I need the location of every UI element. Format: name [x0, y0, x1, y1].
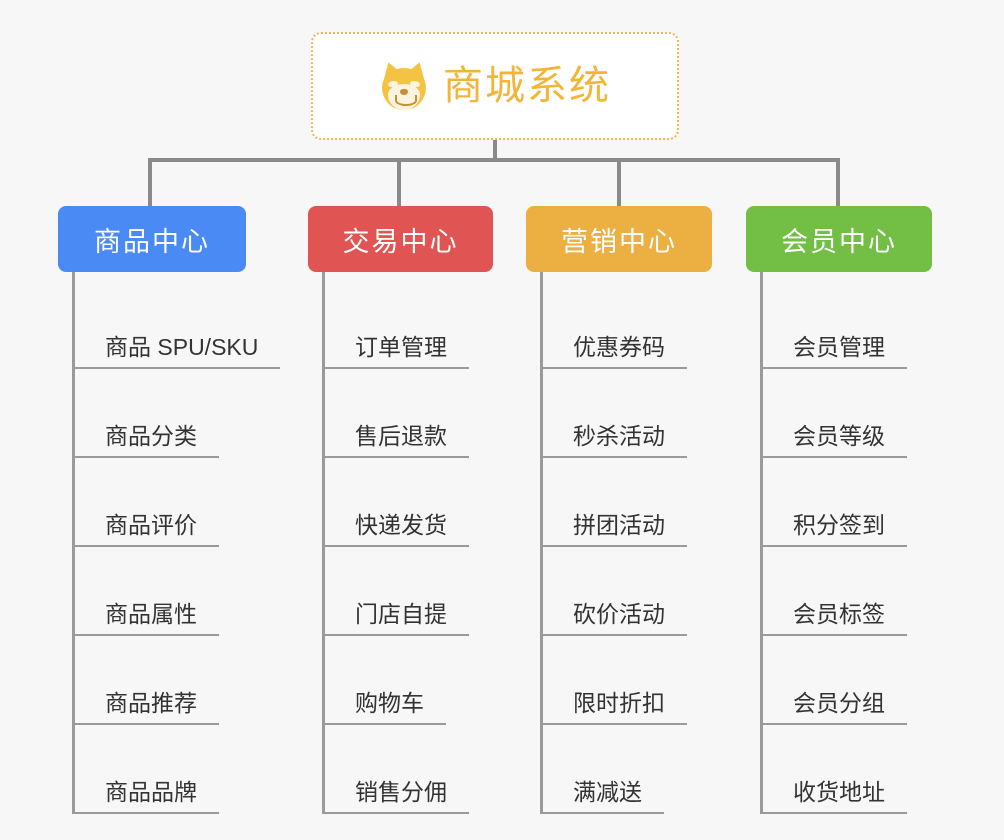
- connector-root-stub: [493, 140, 497, 162]
- connector-drop-trade-center: [397, 158, 401, 208]
- leaf-item[interactable]: 快递发货: [325, 458, 493, 547]
- column-body-marketing-center: 优惠券码秒杀活动拼团活动砍价活动限时折扣满减送: [540, 272, 712, 814]
- category-header-member-center[interactable]: 会员中心: [746, 206, 932, 272]
- leaf-item-label: 售后退款: [325, 422, 469, 458]
- leaf-item-label: 订单管理: [325, 333, 469, 369]
- leaf-item-label: 快递发货: [325, 511, 469, 547]
- dog-face-icon: [377, 59, 431, 112]
- leaf-item-label: 限时折扣: [543, 689, 687, 725]
- leaf-item-label: 商品分类: [75, 422, 219, 458]
- column-body-member-center: 会员管理会员等级积分签到会员标签会员分组收货地址: [760, 272, 932, 814]
- leaf-item-label: 优惠券码: [543, 333, 687, 369]
- leaf-item-label: 秒杀活动: [543, 422, 687, 458]
- leaf-item[interactable]: 拼团活动: [543, 458, 712, 547]
- connector-drop-product-center: [148, 158, 152, 208]
- leaf-item[interactable]: 会员标签: [763, 547, 932, 636]
- category-header-trade-center[interactable]: 交易中心: [308, 206, 493, 272]
- leaf-item[interactable]: 会员等级: [763, 369, 932, 458]
- leaf-item[interactable]: 满减送: [543, 725, 712, 814]
- column-member-center: 会员中心会员管理会员等级积分签到会员标签会员分组收货地址: [746, 206, 932, 814]
- category-header-marketing-center[interactable]: 营销中心: [526, 206, 712, 272]
- column-body-product-center: 商品 SPU/SKU 商品分类商品评价商品属性商品推荐商品品牌: [72, 272, 281, 814]
- leaf-item[interactable]: 商品 SPU/SKU: [75, 280, 281, 369]
- leaf-item-label: 门店自提: [325, 600, 469, 636]
- leaf-item-label: 会员管理: [763, 333, 907, 369]
- column-trade-center: 交易中心订单管理售后退款快递发货门店自提购物车销售分佣: [308, 206, 493, 814]
- leaf-item[interactable]: 会员分组: [763, 636, 932, 725]
- leaf-item[interactable]: 收货地址: [763, 725, 932, 814]
- leaf-item[interactable]: 积分签到: [763, 458, 932, 547]
- leaf-item-label: 会员标签: [763, 600, 907, 636]
- root-node-title: 商城系统: [443, 64, 611, 108]
- leaf-item[interactable]: 商品分类: [75, 369, 246, 458]
- column-product-center: 商品中心商品 SPU/SKU 商品分类商品评价商品属性商品推荐商品品牌: [58, 206, 281, 814]
- leaf-item-label: 收货地址: [763, 778, 907, 814]
- leaf-item-label: 商品品牌: [75, 778, 219, 814]
- leaf-item-label: 商品推荐: [75, 689, 219, 725]
- leaf-item-label: 商品属性: [75, 600, 219, 636]
- leaf-item-label: 销售分佣: [325, 778, 469, 814]
- leaf-item-label: 会员分组: [763, 689, 907, 725]
- column-marketing-center: 营销中心优惠券码秒杀活动拼团活动砍价活动限时折扣满减送: [526, 206, 712, 814]
- leaf-item-label: 商品评价: [75, 511, 219, 547]
- category-header-product-center[interactable]: 商品中心: [58, 206, 246, 272]
- leaf-item-label: 积分签到: [763, 511, 907, 547]
- leaf-item[interactable]: 购物车: [325, 636, 493, 725]
- leaf-item-label: 拼团活动: [543, 511, 687, 547]
- leaf-item[interactable]: 优惠券码: [543, 280, 712, 369]
- leaf-item[interactable]: 销售分佣: [325, 725, 493, 814]
- leaf-item[interactable]: 门店自提: [325, 547, 493, 636]
- leaf-item[interactable]: 砍价活动: [543, 547, 712, 636]
- leaf-item-label: 商品 SPU/SKU: [75, 333, 281, 369]
- leaf-item-label: 购物车: [325, 689, 446, 725]
- leaf-item[interactable]: 限时折扣: [543, 636, 712, 725]
- leaf-item[interactable]: 商品品牌: [75, 725, 246, 814]
- leaf-item[interactable]: 商品属性: [75, 547, 246, 636]
- leaf-item[interactable]: 售后退款: [325, 369, 493, 458]
- connector-horizontal-bar: [148, 158, 840, 162]
- leaf-item[interactable]: 订单管理: [325, 280, 493, 369]
- leaf-item-label: 会员等级: [763, 422, 907, 458]
- leaf-item[interactable]: 会员管理: [763, 280, 932, 369]
- connector-drop-marketing-center: [617, 158, 621, 208]
- leaf-item[interactable]: 商品评价: [75, 458, 246, 547]
- leaf-item[interactable]: 秒杀活动: [543, 369, 712, 458]
- connector-drop-member-center: [836, 158, 840, 208]
- leaf-item[interactable]: 商品推荐: [75, 636, 246, 725]
- column-body-trade-center: 订单管理售后退款快递发货门店自提购物车销售分佣: [322, 272, 493, 814]
- leaf-item-label: 满减送: [543, 778, 664, 814]
- root-node-shopping-mall-system[interactable]: 商城系统: [311, 32, 679, 140]
- leaf-item-label: 砍价活动: [543, 600, 687, 636]
